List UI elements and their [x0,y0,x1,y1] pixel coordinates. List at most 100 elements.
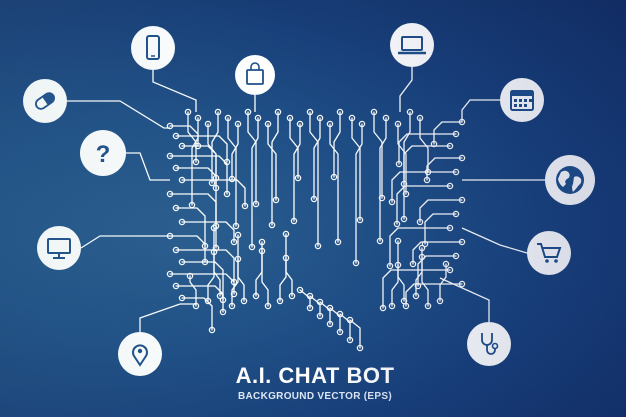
circuit-node [393,220,401,228]
circuit-node [306,292,314,300]
circuit-trace [181,145,217,179]
circuit-trace [181,297,213,331]
circuit-node [314,242,322,250]
circuit-trace [187,111,197,163]
circuit-trace [175,167,217,189]
circuit-node [418,244,426,252]
circuit-trace [417,255,457,287]
circuit-trace [461,227,528,254]
circuit-node [346,336,354,344]
circuit-trace [213,227,221,297]
circuit-node [272,196,280,204]
question-mark-glyph: ? [96,141,111,168]
circuit-node [210,224,218,232]
circuit-trace [169,155,228,195]
circuit-node [336,328,344,336]
circuit-trace [279,257,287,302]
circuit-trace [333,111,341,178]
circuit-trace [313,117,321,200]
circuit-node [178,218,186,226]
circuit-node [212,184,220,192]
circuit-trace [67,100,170,129]
circuit-trace [405,283,463,307]
circuit-trace [397,123,407,195]
circuit-node [241,202,249,210]
circuit-node [452,252,460,260]
circuit-node [186,272,194,280]
circuit-node [178,176,186,184]
circuit-node [252,292,260,300]
circuit-trace [152,70,197,112]
circuit-node [234,231,242,239]
laptop-icon [390,23,434,67]
stethoscope-icon [467,322,511,366]
circuit-trace [399,67,413,112]
circuit-trace [181,261,224,301]
circuit-trace [231,258,239,307]
circuit-trace [227,117,237,227]
circuit-node [244,108,252,116]
circuit-trace [271,111,279,226]
circuit-node [172,246,180,254]
circuit-node [178,258,186,266]
circuit-node [370,108,378,116]
circuit-node [208,326,216,334]
circuit-node [234,120,242,128]
circuit-trace [426,157,463,181]
circuit-node [290,217,298,225]
circuit-trace [397,240,405,302]
circuit-node [416,218,424,226]
circuit-trace [391,264,399,307]
circuit-node [274,108,282,116]
circuit-node [316,114,324,122]
circuit-node [230,238,238,246]
circuit-trace [391,171,457,203]
circuit-node [442,260,450,268]
circuit-node [252,200,260,208]
circuit-node [400,215,408,223]
monitor-icon [37,226,81,270]
circuit-node [194,114,202,122]
circuit-node [452,130,460,138]
circuit-node [382,114,390,122]
circuit-node [458,196,466,204]
circuit-node [178,142,186,150]
circuit-node [232,222,240,230]
circuit-trace [191,117,199,206]
circuit-node [458,238,466,246]
circuit-trace [439,263,447,302]
circuit-node [214,108,222,116]
circuit-node [166,270,174,278]
circuit-trace [382,269,451,309]
circuit-node [352,259,360,267]
question-mark-icon: ? [80,130,126,176]
circuit-node [446,142,454,150]
circuit-node [348,114,356,122]
circuit-node [258,238,266,246]
circuit-trace [237,234,245,302]
circuit-trace [355,123,363,264]
circuit-node [452,168,460,176]
circuit-trace [169,235,206,263]
circuit-trace [175,135,228,163]
circuit-trace [251,117,259,248]
circuit-trace [403,111,411,220]
circuit-node [388,198,396,206]
circuit-node [166,190,174,198]
circuit-trace [419,199,463,223]
shopping-cart-icon [527,231,571,275]
circuit-node [228,175,236,183]
circuit-node [296,120,304,128]
circuit-node [264,120,272,128]
circuit-trace [169,193,217,227]
circuit-node [264,302,272,310]
circuit-node [395,160,403,168]
circuit-node [446,182,454,190]
circuit-node [240,297,248,305]
circuit-trace [293,123,301,222]
circuit-trace [349,319,361,349]
circuit-board [166,108,466,352]
circuit-trace [261,241,269,307]
circuit-node [178,294,186,302]
